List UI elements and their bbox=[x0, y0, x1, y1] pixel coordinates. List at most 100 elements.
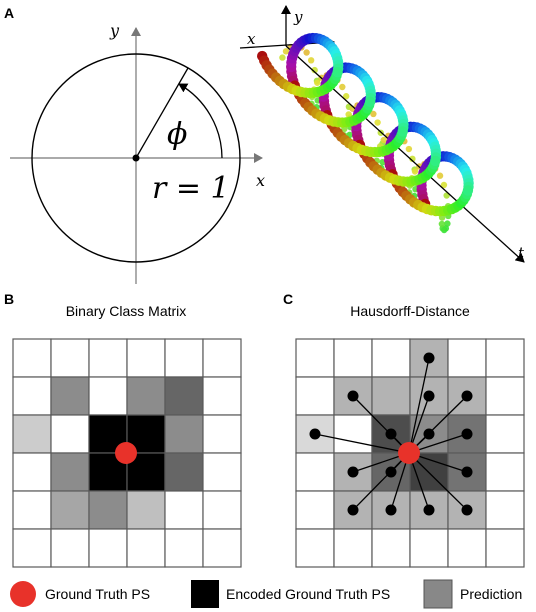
matrix-cell-r0-c5 bbox=[202, 338, 242, 378]
matrix-cell-r1-c5 bbox=[202, 376, 242, 416]
matrix-cell-r3-c4 bbox=[164, 452, 204, 492]
matrix-cell-r5-c4 bbox=[164, 528, 204, 568]
helix-point bbox=[462, 185, 474, 196]
circle-x-label: x bbox=[256, 171, 265, 190]
helix-y-label: y bbox=[293, 8, 303, 26]
hausdorff-cell-r5-c4 bbox=[447, 528, 487, 568]
distance-line bbox=[408, 452, 468, 511]
matrix-cell-r5-c1 bbox=[50, 528, 90, 568]
matrix-cell-r5-c5 bbox=[202, 528, 242, 568]
prediction-point bbox=[423, 504, 435, 516]
projection-point bbox=[314, 79, 321, 86]
legend-ground-truth-label: Ground Truth PS bbox=[45, 586, 150, 602]
distance-line bbox=[352, 452, 410, 511]
origin-point bbox=[132, 154, 140, 162]
hausdorff-cell-r5-c5 bbox=[485, 528, 525, 568]
helix-coil bbox=[257, 32, 474, 217]
matrix-cell-r5-c2 bbox=[88, 528, 128, 568]
matrix-cell-r2-c4 bbox=[164, 414, 204, 454]
angle-arc bbox=[178, 83, 223, 159]
ground-truth-point bbox=[398, 442, 420, 464]
ground-truth-point bbox=[115, 442, 137, 464]
helix-point bbox=[332, 67, 343, 78]
prediction-point bbox=[347, 466, 359, 478]
hausdorff-cell-r2-c1 bbox=[333, 414, 373, 454]
hausdorff-cell-r3-c0 bbox=[295, 452, 335, 492]
radius-line bbox=[135, 67, 189, 159]
hausdorff-cell-r4-c5 bbox=[485, 490, 525, 530]
projection-point bbox=[438, 220, 446, 228]
matrix-cell-r4-c2 bbox=[88, 490, 128, 530]
circle-y-label: y bbox=[109, 21, 120, 40]
projection-point bbox=[282, 48, 290, 55]
hausdorff-cell-r0-c0 bbox=[295, 338, 335, 378]
matrix-cell-r2-c5 bbox=[202, 414, 242, 454]
legend: Ground Truth PS Encoded Ground Truth PS … bbox=[10, 579, 522, 609]
projection-point bbox=[339, 83, 346, 91]
binary-class-matrix-grid bbox=[12, 338, 242, 568]
prediction-point bbox=[347, 390, 359, 402]
matrix-cell-r0-c0 bbox=[12, 338, 52, 378]
helix-x-label: x bbox=[247, 30, 256, 48]
prediction-point bbox=[385, 428, 397, 440]
helix-t-axis bbox=[285, 45, 525, 263]
legend-encoded-label: Encoded Ground Truth PS bbox=[226, 586, 390, 602]
hausdorff-cell-r0-c4 bbox=[447, 338, 487, 378]
prediction-point bbox=[461, 428, 473, 440]
projection-point bbox=[436, 172, 444, 179]
projection-point bbox=[444, 220, 451, 227]
matrix-cell-r1-c4 bbox=[164, 376, 204, 416]
matrix-cell-r0-c1 bbox=[50, 338, 90, 378]
prediction-point bbox=[461, 466, 473, 478]
matrix-cell-r4-c3 bbox=[126, 490, 166, 530]
matrix-cell-r0-c2 bbox=[88, 338, 128, 378]
hausdorff-cell-r5-c0 bbox=[295, 528, 335, 568]
projection-point bbox=[409, 155, 416, 163]
hausdorff-cell-r2-c5 bbox=[485, 414, 525, 454]
legend-encoded-swatch bbox=[191, 580, 219, 608]
legend-ground-truth-swatch bbox=[10, 581, 36, 607]
helix-t-label: t bbox=[518, 244, 525, 262]
matrix-cell-r1-c1 bbox=[50, 376, 90, 416]
unit-circle-diagram: y x ϕ r = 1 bbox=[10, 21, 265, 284]
projection-point bbox=[411, 168, 419, 175]
prediction-point bbox=[423, 390, 435, 402]
matrix-cell-r1-c0 bbox=[12, 376, 52, 416]
panel-c-title: Hausdorff-Distance bbox=[350, 303, 470, 319]
prediction-point bbox=[309, 428, 321, 440]
helix-point bbox=[365, 96, 376, 108]
hausdorff-cell-r1-c2 bbox=[371, 376, 411, 416]
projection-point bbox=[374, 119, 381, 126]
matrix-cell-r1-c3 bbox=[126, 376, 166, 416]
matrix-cell-r0-c3 bbox=[126, 338, 166, 378]
hausdorff-spokes bbox=[309, 352, 473, 516]
matrix-cell-r0-c4 bbox=[164, 338, 204, 378]
hausdorff-cell-r1-c5 bbox=[485, 376, 525, 416]
projection-point bbox=[370, 110, 377, 118]
hausdorff-cell-r5-c3 bbox=[409, 528, 449, 568]
prediction-point bbox=[423, 352, 435, 364]
hausdorff-cell-r0-c1 bbox=[333, 338, 373, 378]
matrix-cell-r4-c1 bbox=[50, 490, 90, 530]
matrix-cell-r4-c5 bbox=[202, 490, 242, 530]
matrix-cell-r4-c4 bbox=[164, 490, 204, 530]
matrix-cell-r2-c0 bbox=[12, 414, 52, 454]
distance-line bbox=[314, 433, 410, 454]
distance-line bbox=[408, 357, 430, 454]
panel-c: C Hausdorff-Distance bbox=[283, 291, 525, 568]
prediction-point bbox=[385, 466, 397, 478]
helix-point bbox=[430, 155, 441, 167]
helix-diagram: y x t bbox=[239, 5, 525, 263]
panel-a-letter: A bbox=[4, 5, 14, 21]
legend-prediction-swatch bbox=[423, 579, 453, 609]
hausdorff-cell-r4-c0 bbox=[295, 490, 335, 530]
projection-point bbox=[405, 145, 413, 153]
projection-point bbox=[307, 57, 315, 64]
panel-b: B Binary Class Matrix bbox=[4, 291, 242, 568]
helix-point bbox=[397, 126, 408, 137]
prediction-point bbox=[461, 504, 473, 516]
hausdorff-cell-r5-c1 bbox=[333, 528, 373, 568]
hausdorff-cell-r5-c2 bbox=[371, 528, 411, 568]
prediction-point bbox=[347, 504, 359, 516]
